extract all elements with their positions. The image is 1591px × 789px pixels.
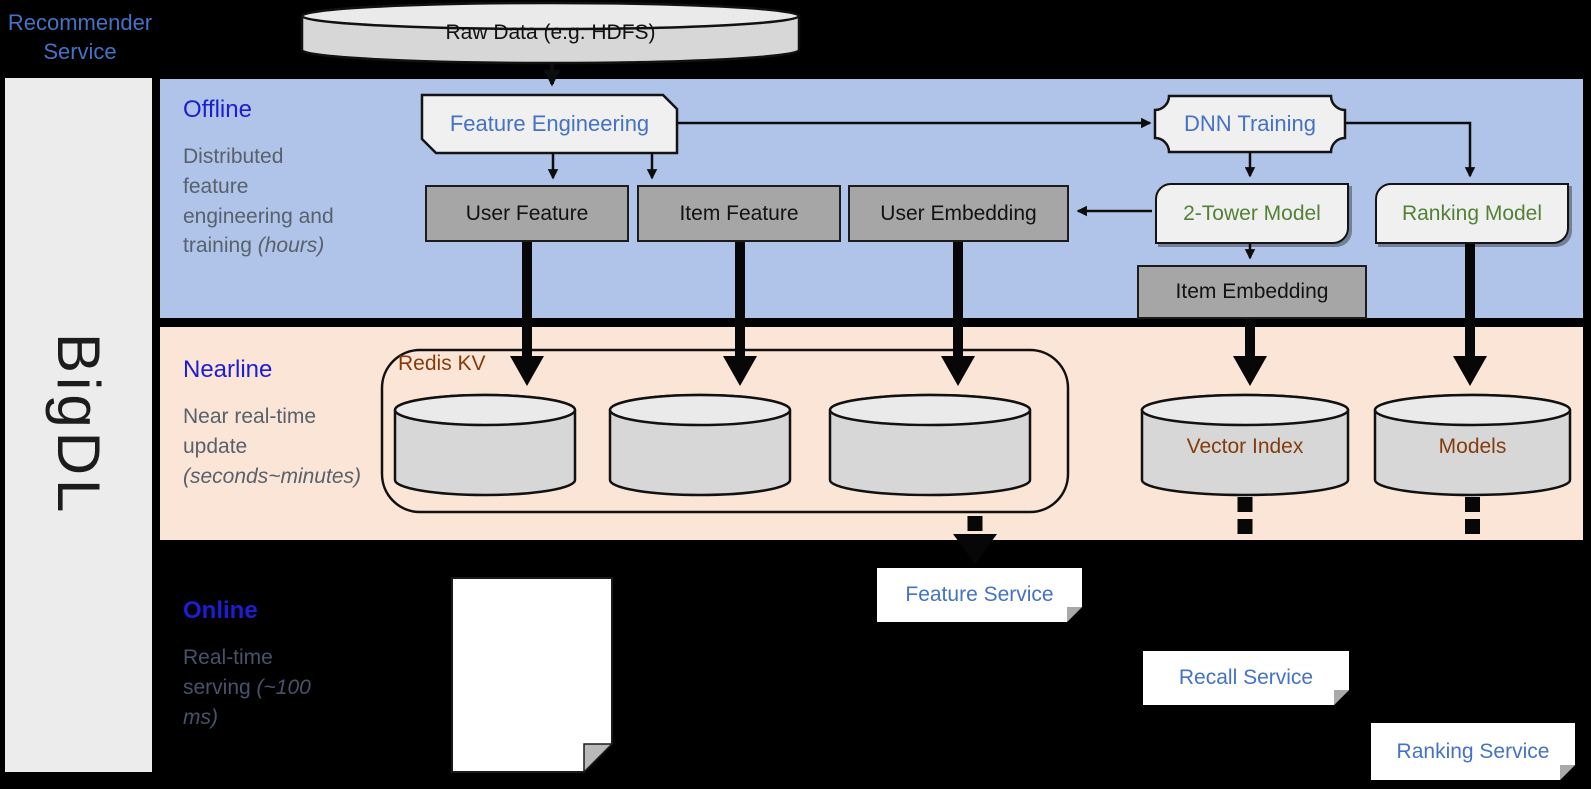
item-embedding-box: Item Embedding bbox=[1137, 265, 1367, 319]
raw-data-label: Raw Data (e.g. HDFS) bbox=[445, 21, 656, 44]
item-feature-box: Item Feature bbox=[637, 185, 841, 242]
vector-index-label: Vector Index bbox=[1186, 435, 1304, 458]
recall-service-label: Recall Service bbox=[1178, 666, 1314, 689]
redis-cylinder-1 bbox=[393, 393, 577, 497]
dnn-training-shape bbox=[1153, 94, 1347, 154]
recall-service-box: Recall Service bbox=[1143, 651, 1349, 705]
online-title: Online bbox=[183, 597, 258, 624]
user-embedding-box: User Embedding bbox=[848, 185, 1069, 242]
offline-title: Offline bbox=[183, 96, 252, 123]
dash-vectorindex-1 bbox=[1237, 497, 1253, 512]
models-label: Models bbox=[1438, 435, 1507, 458]
redis-kv-label: Redis KV bbox=[398, 352, 486, 375]
bigdl-logo-text: BigDL bbox=[45, 333, 112, 517]
ranking-model-box: Ranking Model bbox=[1375, 183, 1569, 244]
two-tower-model-box: 2-Tower Model bbox=[1155, 183, 1349, 244]
recommender-service-document bbox=[451, 577, 614, 774]
dash-models-2 bbox=[1465, 519, 1480, 534]
raw-data-cylinder bbox=[300, 1, 801, 65]
online-desc-note: (~100 ms) bbox=[183, 675, 311, 729]
redis-cylinder-3 bbox=[828, 393, 1032, 497]
offline-description: Distributed feature engineering and trai… bbox=[183, 142, 348, 261]
dash-redis-to-featureservice bbox=[967, 516, 983, 531]
bigdl-sidebar: BigDL bbox=[5, 78, 152, 772]
feature-service-label: Feature Service bbox=[905, 583, 1054, 606]
recommender-service-label: Recommender Service bbox=[7, 10, 153, 64]
offline-desc-text: Distributed feature engineering and trai… bbox=[183, 145, 334, 258]
models-cylinder bbox=[1373, 393, 1572, 497]
nearline-desc-text: Near real-time update bbox=[183, 405, 317, 458]
arrow-dnn-to-rankingmodel bbox=[1345, 121, 1476, 178]
feature-engineering-shape bbox=[420, 93, 679, 155]
dashed-drops bbox=[953, 497, 1480, 564]
dash-models-1 bbox=[1465, 497, 1480, 512]
ranking-service-label: Ranking Service bbox=[1396, 739, 1550, 763]
dash-vectorindex-2 bbox=[1237, 519, 1253, 534]
redis-cylinder-2 bbox=[608, 393, 792, 497]
thin-arrows bbox=[543, 63, 1476, 260]
feature-engineering-label: Feature Engineering bbox=[449, 111, 650, 136]
ranking-service-box: Ranking Service bbox=[1371, 723, 1575, 780]
redis-kv-container bbox=[380, 348, 1070, 514]
thick-pipes bbox=[510, 238, 1487, 386]
feature-service-box: Feature Service bbox=[877, 568, 1082, 622]
online-description: Real-time serving (~100 ms) bbox=[183, 643, 318, 732]
offline-desc-note: (hours) bbox=[257, 234, 325, 258]
nearline-desc-note: (seconds~minutes) bbox=[183, 464, 361, 488]
nearline-title: Nearline bbox=[183, 356, 273, 383]
vector-index-cylinder bbox=[1140, 393, 1350, 497]
user-feature-box: User Feature bbox=[425, 185, 629, 242]
dnn-training-label: DNN Training bbox=[1183, 111, 1317, 136]
nearline-description: Near real-time update (seconds~minutes) bbox=[183, 402, 383, 491]
online-desc-text: Real-time serving bbox=[183, 646, 273, 699]
